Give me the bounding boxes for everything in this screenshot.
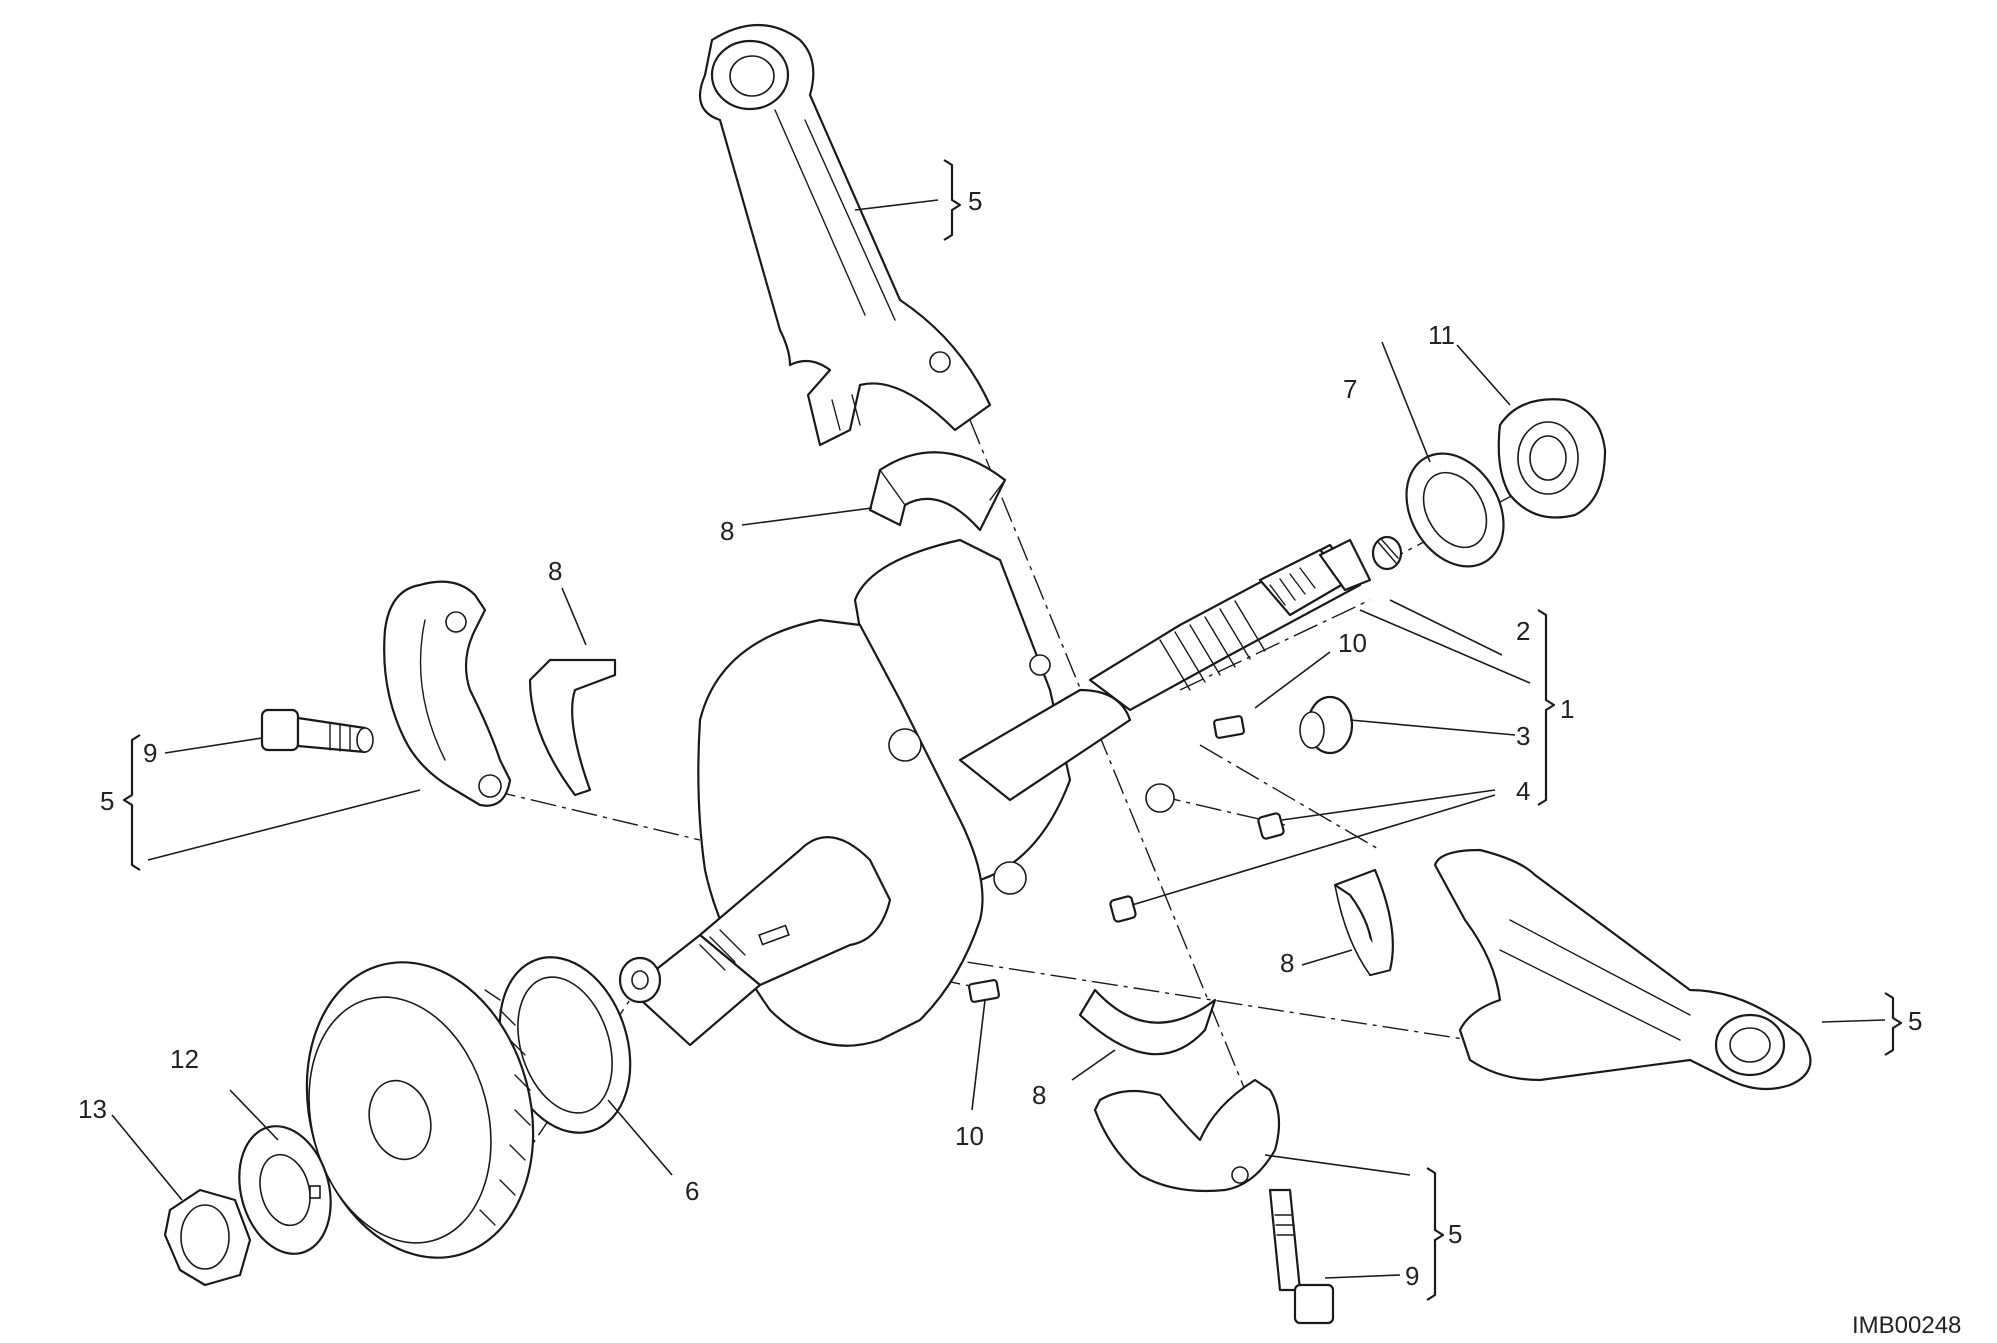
callout-5-bottom: 5 [1448,1219,1462,1249]
rod-cap-left [383,580,512,807]
connecting-rod-top [698,24,992,447]
callout-2: 2 [1516,616,1530,646]
bushing [1299,695,1354,755]
leader-lines [111,199,1886,1279]
diagram-code: IMB00248 [1852,1312,1961,1339]
callout-11: 11 [1428,320,1455,350]
small-nut [1371,535,1403,571]
bearing-shell-right [1333,868,1394,977]
callout-3: 3 [1516,721,1530,751]
callout-7: 7 [1343,374,1357,404]
tab-washer [238,1125,332,1255]
connecting-rod-right [1433,848,1812,1091]
bearing-shell-bottom [1078,988,1217,1056]
bolt-left [260,708,374,754]
timing-gear [305,961,535,1259]
plugs [1109,812,1285,923]
callout-1: 1 [1560,694,1574,724]
washer-left [498,956,632,1134]
bearing-shell-top [868,451,1007,532]
callout-8-left: 8 [548,556,562,586]
callout-12: 12 [170,1044,199,1074]
callout-9-bottom: 9 [1405,1261,1419,1291]
callout-5-right: 5 [1908,1006,1922,1036]
crankshaft [618,538,1372,1047]
callout-9-left: 9 [143,738,157,768]
key-bottom [968,979,1000,1003]
callout-5-top: 5 [968,186,982,216]
rod-cap-bottom [1093,1078,1281,1193]
callout-6: 6 [685,1176,699,1206]
callout-5-left: 5 [100,786,114,816]
key-top [1213,715,1245,739]
callout-8-bottom: 8 [1032,1080,1046,1110]
flange-nut [1497,398,1607,519]
callout-8-top: 8 [720,516,734,546]
callout-10-top: 10 [1338,628,1367,658]
callout-10-bottom: 10 [955,1121,984,1151]
callout-13: 13 [78,1094,107,1124]
bolt-bottom [1268,1188,1335,1325]
callout-8-mid-right: 8 [1280,948,1294,978]
group-braces [122,159,1903,1301]
washer-right [1405,452,1505,568]
bearing-shell-left [528,658,617,797]
hex-nut [163,1188,252,1287]
callout-labels: 1 2 3 4 5 5 5 5 6 7 8 8 8 8 9 9 10 10 11… [78,186,1961,1339]
callout-4: 4 [1516,776,1530,806]
